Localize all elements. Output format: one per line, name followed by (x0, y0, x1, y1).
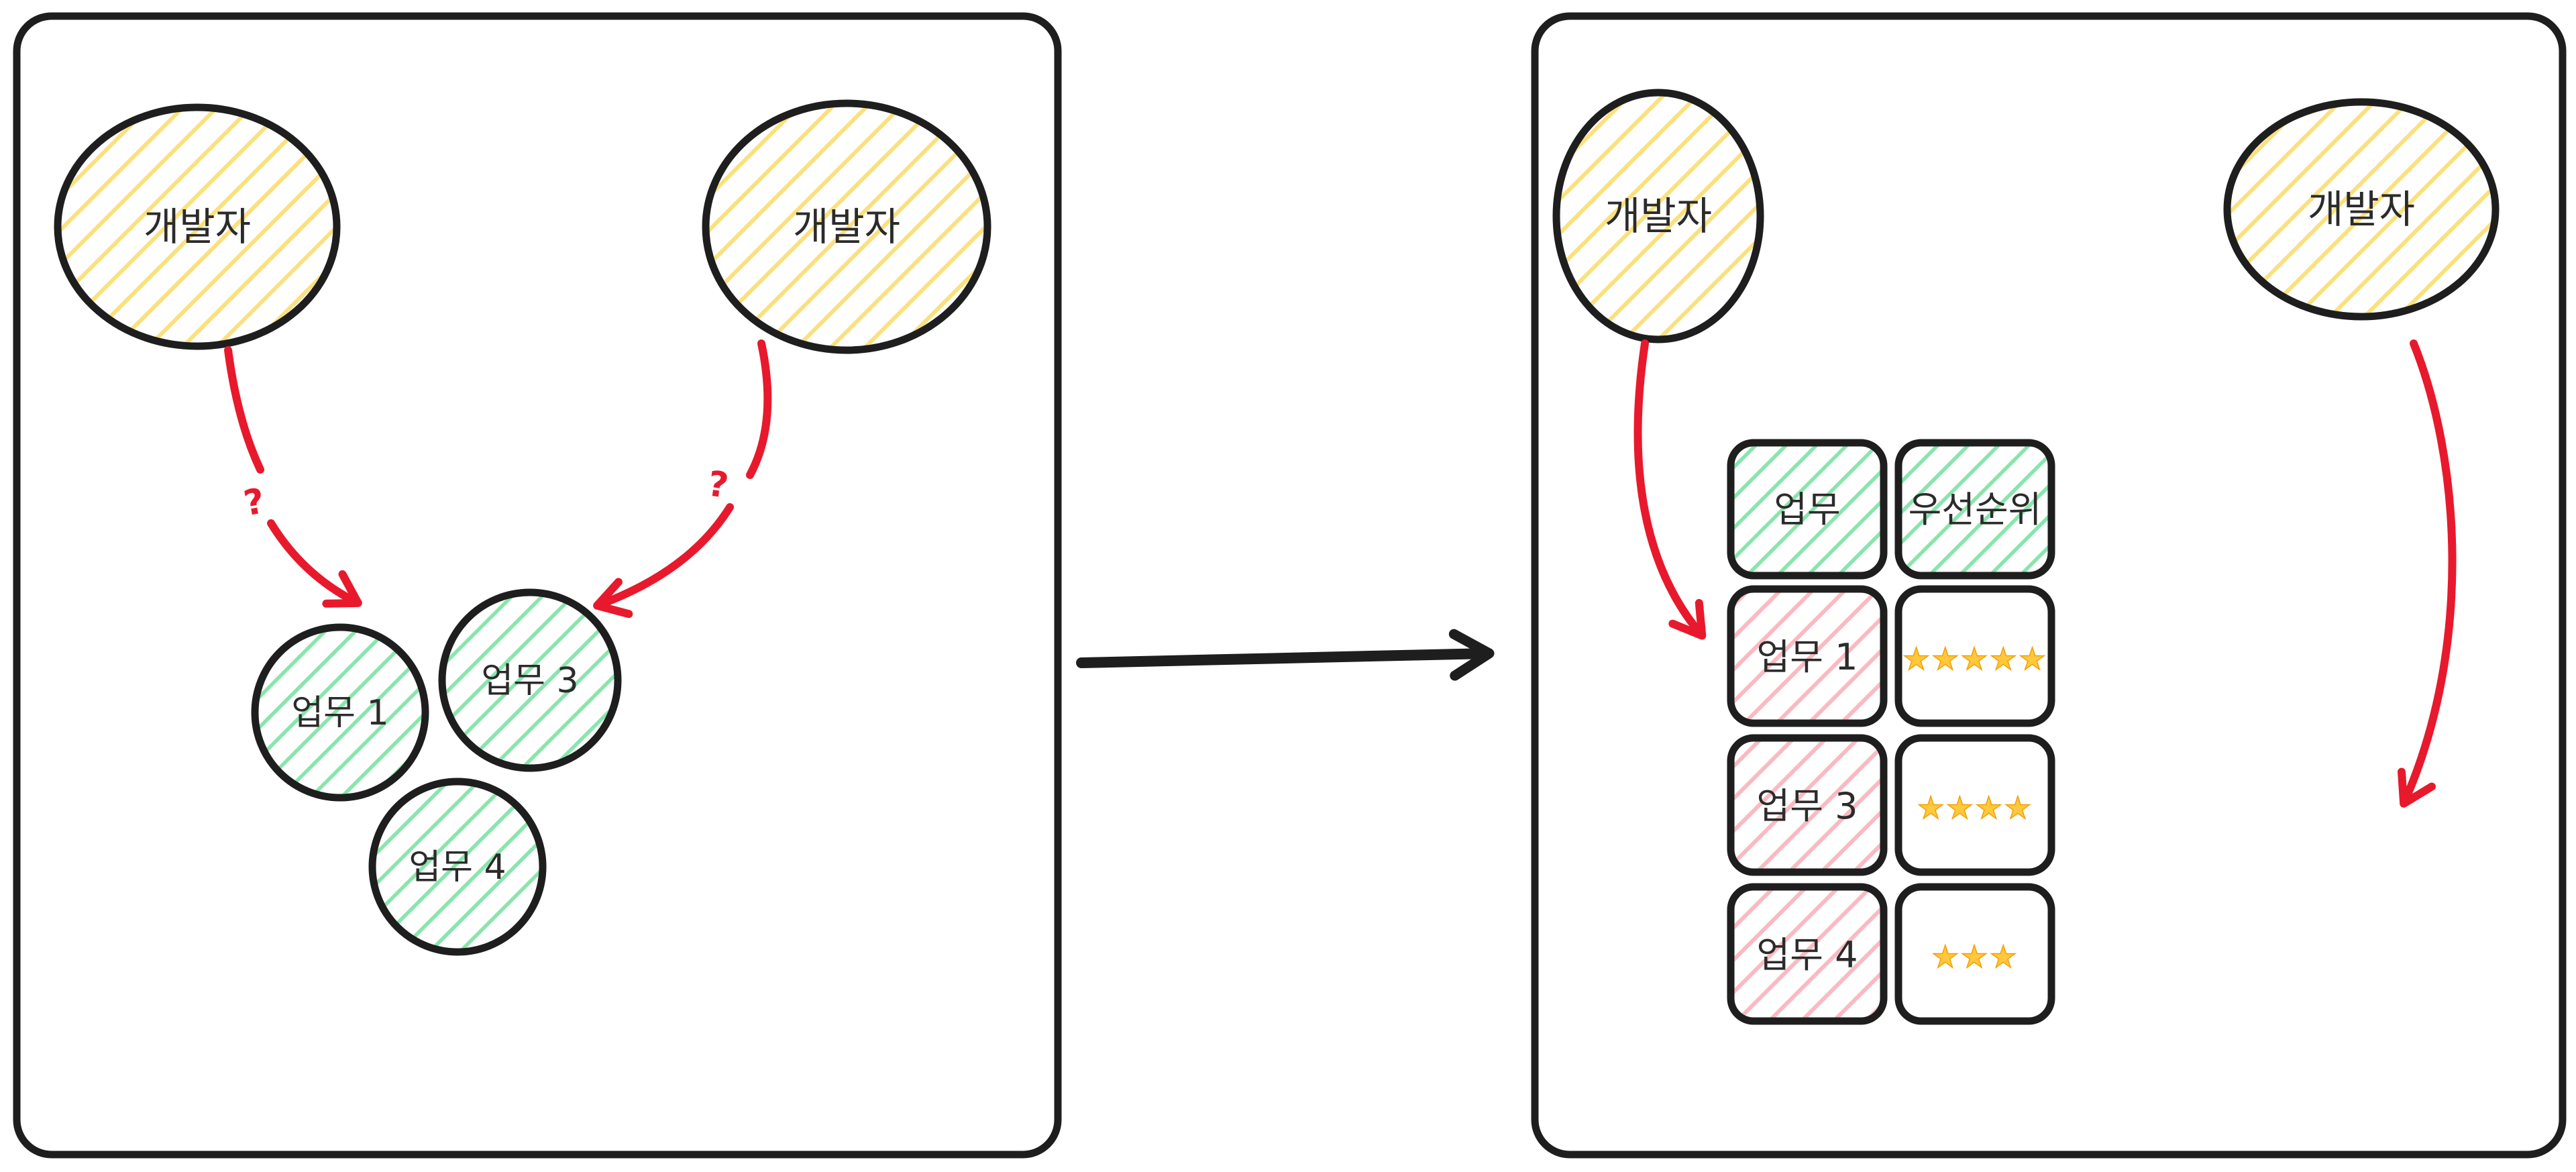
developer-ellipse (2223, 98, 2500, 321)
task-cell-box (1727, 883, 1888, 1025)
developer-label: 개발자 (1605, 193, 1712, 239)
task-cell-box (1727, 585, 1888, 727)
uncertain-arrow-1: ? (224, 346, 362, 608)
assignment-arrow-1 (1633, 339, 1707, 640)
developer-label: 개발자 (793, 204, 900, 250)
task-circle-4: 업무 4 (368, 778, 547, 956)
transition-arrow (1076, 629, 1495, 681)
red-arrow-lower-segment (593, 503, 734, 619)
star-rating-icons: ★★★★ (1917, 790, 2033, 826)
task-circle-1: 업무 1 (251, 623, 429, 802)
header-task-label: 업무 (1774, 488, 1840, 531)
table-row: 업무 4 ★★★ (1727, 883, 2055, 1025)
left-panel: 개발자 개발자 ? ? 업무 1 업무 3 업무 4 (13, 12, 1062, 1159)
header-priority-label: 우선순위 (1909, 488, 2042, 531)
task-cell-label: 업무 3 (1757, 785, 1858, 827)
task-cell-label: 업무 1 (1757, 636, 1858, 678)
task-cell-label: 업무 4 (1757, 934, 1858, 976)
task-ellipse (438, 588, 622, 772)
red-arrow-upper-segment (224, 346, 264, 474)
task-label: 업무 4 (409, 847, 506, 888)
uncertain-arrow-2: ? (593, 339, 772, 619)
developer-ellipse (1552, 89, 1764, 343)
header-priority-box (1894, 439, 2055, 580)
table-header-row: 업무 우선순위 (1727, 439, 2055, 580)
task-label: 업무 3 (481, 661, 578, 701)
red-arrow-upper-segment (746, 339, 772, 479)
table-row: 업무 3 ★★★★ (1727, 734, 2055, 876)
task-cell-box (1727, 734, 1888, 876)
developer-ellipse (702, 99, 991, 354)
right-developer-2: 개발자 (2223, 98, 2500, 321)
right-panel: 개발자 개발자 업무 우선순위 업무 1 ★★★★★ (1531, 12, 2567, 1159)
priority-cell-box (1894, 585, 2055, 727)
priority-table: 업무 우선순위 업무 1 ★★★★★ 업무 3 ★★★★ 업무 (1727, 439, 2055, 1025)
table-row: 업무 1 ★★★★★ (1727, 585, 2055, 727)
right-developer-1: 개발자 (1552, 89, 1764, 343)
task-ellipse (368, 778, 547, 956)
developer-label: 개발자 (144, 204, 251, 250)
task-circle-3: 업무 3 (438, 588, 622, 772)
star-rating-icons: ★★★★★ (1902, 641, 2047, 677)
task-label: 업무 1 (291, 693, 388, 733)
priority-cell-box (1894, 734, 2055, 876)
left-developer-2: 개발자 (702, 99, 991, 354)
priority-cell-box (1894, 883, 2055, 1025)
star-rating-icons: ★★★ (1931, 939, 2019, 975)
developer-label: 개발자 (2308, 187, 2415, 232)
left-developer-1: 개발자 (54, 103, 341, 350)
developer-ellipse (54, 103, 341, 350)
red-arrow-lower-segment (267, 519, 362, 608)
task-ellipse (251, 623, 429, 802)
header-task-box (1727, 439, 1888, 580)
assignment-arrow-2 (2397, 339, 2457, 808)
